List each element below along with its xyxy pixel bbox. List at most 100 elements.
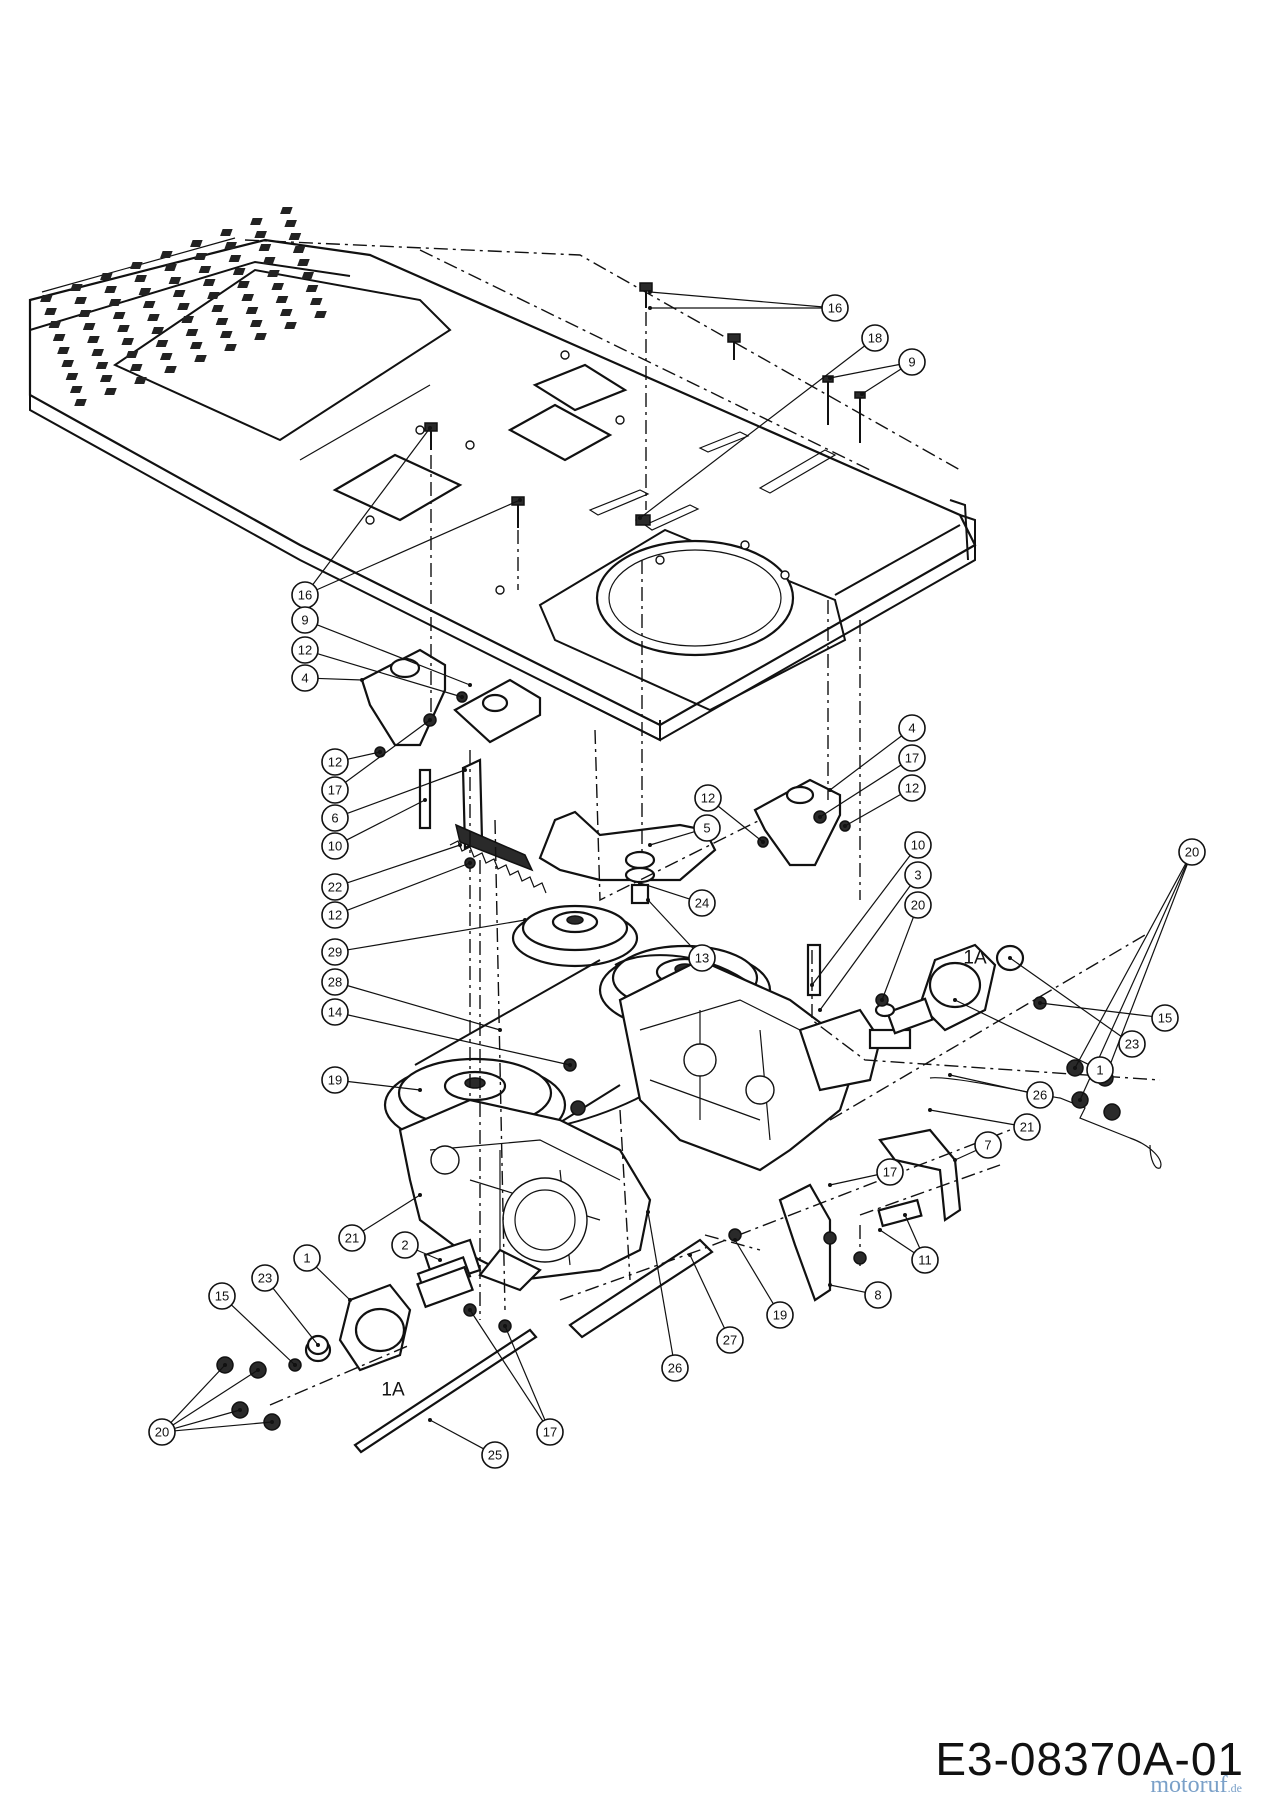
- callout-circle: [876, 1158, 904, 1186]
- watermark-tld: .de: [1227, 1781, 1242, 1795]
- callout-label: 19: [328, 1073, 342, 1088]
- nut-19-a: [570, 1100, 586, 1116]
- leader-tip-c26a: [948, 1073, 952, 1077]
- leader-line-c12a: [317, 653, 463, 698]
- assembly-label-l1a_bottom: 1A: [381, 1380, 405, 1401]
- leader-line-c26a: [949, 1074, 1028, 1093]
- callout-circle: [321, 776, 349, 804]
- leader-line-c16b: [312, 427, 431, 585]
- leader-line-c20b: [881, 916, 914, 1001]
- leader-tip-c3: [818, 1008, 822, 1012]
- tread-square: [168, 277, 182, 284]
- tread-square: [82, 323, 96, 330]
- transaxle-left: [398, 1098, 652, 1295]
- leader-tip-c17d: [503, 1324, 507, 1328]
- callout-circle: [661, 1354, 689, 1382]
- leader-line-c20c: [1074, 863, 1187, 1069]
- tread-square: [258, 244, 272, 251]
- tread-square: [254, 231, 267, 238]
- leader-tip-c27: [688, 1253, 692, 1257]
- leader-line-c19b: [734, 1239, 774, 1305]
- leader-tip-c20a: [270, 1420, 274, 1424]
- tread-square: [164, 366, 177, 373]
- leader-tip-c15b: [1038, 1001, 1042, 1005]
- leader-tip-c4b: [828, 788, 832, 792]
- tread-square: [314, 311, 327, 318]
- leader-line-c21a: [362, 1194, 421, 1232]
- tread-square: [288, 233, 302, 240]
- leader-tip-c18a: [638, 516, 642, 520]
- leader-line-c24: [639, 882, 690, 900]
- frame-chassis: [28, 237, 977, 742]
- callout-circle: [321, 748, 349, 776]
- callout-c12b: 12: [321, 748, 349, 776]
- callout-circle: [391, 1231, 419, 1259]
- leader-line-c12b: [347, 751, 381, 760]
- callout-circle: [338, 1224, 366, 1252]
- callout-label: 14: [328, 1005, 342, 1020]
- leader-tip-c8: [828, 1283, 832, 1287]
- callout-circle: [1118, 1030, 1146, 1058]
- callout-c16a: 16: [821, 294, 849, 322]
- leader-line-c13: [647, 899, 694, 949]
- left-bracket-assembly: [360, 648, 547, 894]
- callout-label: 5: [703, 821, 710, 836]
- callout-c3: 3: [904, 861, 932, 889]
- leader-line-c29: [347, 919, 526, 951]
- tread-square: [284, 322, 297, 329]
- tread-square: [142, 301, 156, 308]
- leader-line-c22: [347, 844, 461, 884]
- rods: [353, 1077, 1162, 1454]
- tread-square: [104, 286, 117, 293]
- leader-tip-c4a: [360, 678, 364, 682]
- leader-line-c16a: [649, 291, 823, 308]
- leader-line-c6: [346, 769, 466, 815]
- leader-tip-c20c: [1073, 1066, 1077, 1070]
- callout-circle: [1086, 1056, 1114, 1084]
- tread-square: [232, 268, 246, 275]
- callout-label: 20: [155, 1425, 169, 1440]
- callout-circle: [821, 294, 849, 322]
- callout-circle: [898, 714, 926, 742]
- bolt-16-b: [727, 333, 741, 360]
- leader-tip-c29: [523, 918, 527, 922]
- callout-c22: 22: [321, 873, 349, 901]
- leader-line-c17d: [504, 1325, 546, 1421]
- leader-tip-c20a: [256, 1368, 260, 1372]
- leader-tip-c12e: [843, 824, 847, 828]
- callout-circle: [321, 998, 349, 1026]
- transaxle-right: [618, 958, 912, 1172]
- callout-label: 1: [1096, 1063, 1103, 1078]
- leader-tip-c23b: [1008, 956, 1012, 960]
- tread-square: [147, 314, 160, 321]
- tread-square: [267, 270, 280, 277]
- tread-square: [100, 273, 113, 280]
- callout-circle: [536, 1418, 564, 1446]
- nut-18: [635, 514, 651, 526]
- callout-circle: [1013, 1113, 1041, 1141]
- leader-tip-c5: [648, 843, 652, 847]
- callout-c17a: 17: [321, 776, 349, 804]
- callout-c15a: 15: [208, 1282, 236, 1310]
- leader-tip-c13: [646, 898, 650, 902]
- leader-line-c20a: [174, 1409, 241, 1430]
- callout-c15b: 15: [1151, 1004, 1179, 1032]
- tread-square: [129, 364, 143, 371]
- leader-tip-c21a: [418, 1193, 422, 1197]
- callout-label: 28: [328, 975, 342, 990]
- callout-c6: 6: [321, 804, 349, 832]
- callout-label: 16: [828, 301, 842, 316]
- leader-line-c17c: [829, 1174, 878, 1186]
- callout-label: 13: [695, 951, 709, 966]
- tread-square: [95, 362, 109, 369]
- callout-label: 9: [301, 613, 308, 628]
- tread-square: [228, 255, 242, 262]
- assembly-lines: [269, 312, 1161, 1406]
- callout-circle: [898, 744, 926, 772]
- callout-circle: [911, 1246, 939, 1274]
- callout-circle: [148, 1418, 176, 1446]
- callout-c10b: 10: [904, 831, 932, 859]
- callout-circle: [321, 804, 349, 832]
- callout-label: 17: [543, 1425, 557, 1440]
